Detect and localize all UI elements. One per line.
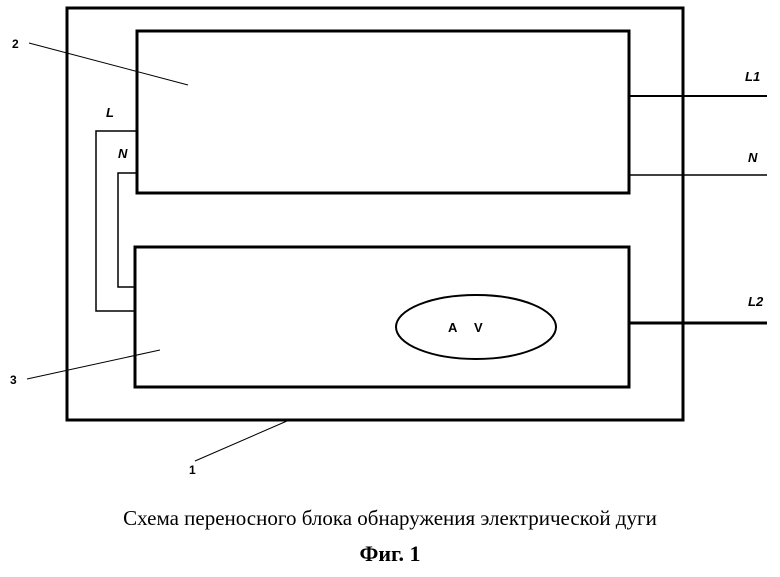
terminal-label-l2: L2 — [748, 294, 764, 309]
upper-block — [137, 31, 629, 193]
callout-number-3: 3 — [10, 373, 17, 387]
meter-label-v: V — [474, 320, 483, 335]
figure-number: Фиг. 1 — [0, 541, 780, 567]
terminal-label-l1: L1 — [745, 69, 760, 84]
lower-block — [135, 247, 629, 387]
callout-number-1: 1 — [189, 463, 196, 477]
terminal-label-l-in: L — [106, 105, 114, 120]
meter-label-a: A — [448, 320, 458, 335]
enclosure-frame — [67, 8, 683, 420]
callout-leader-2 — [29, 43, 188, 85]
callout-number-2: 2 — [12, 37, 19, 51]
terminal-label-n-out: N — [748, 150, 758, 165]
figure-caption: Схема переносного блока обнаружения элек… — [0, 506, 780, 531]
terminal-label-n-in: N — [118, 146, 128, 161]
callout-leader-3 — [27, 350, 160, 379]
wire-l — [96, 131, 137, 311]
circuit-diagram: A V L1 N L2 L N 2 3 1 — [0, 0, 780, 500]
callout-leader-1 — [195, 421, 287, 461]
